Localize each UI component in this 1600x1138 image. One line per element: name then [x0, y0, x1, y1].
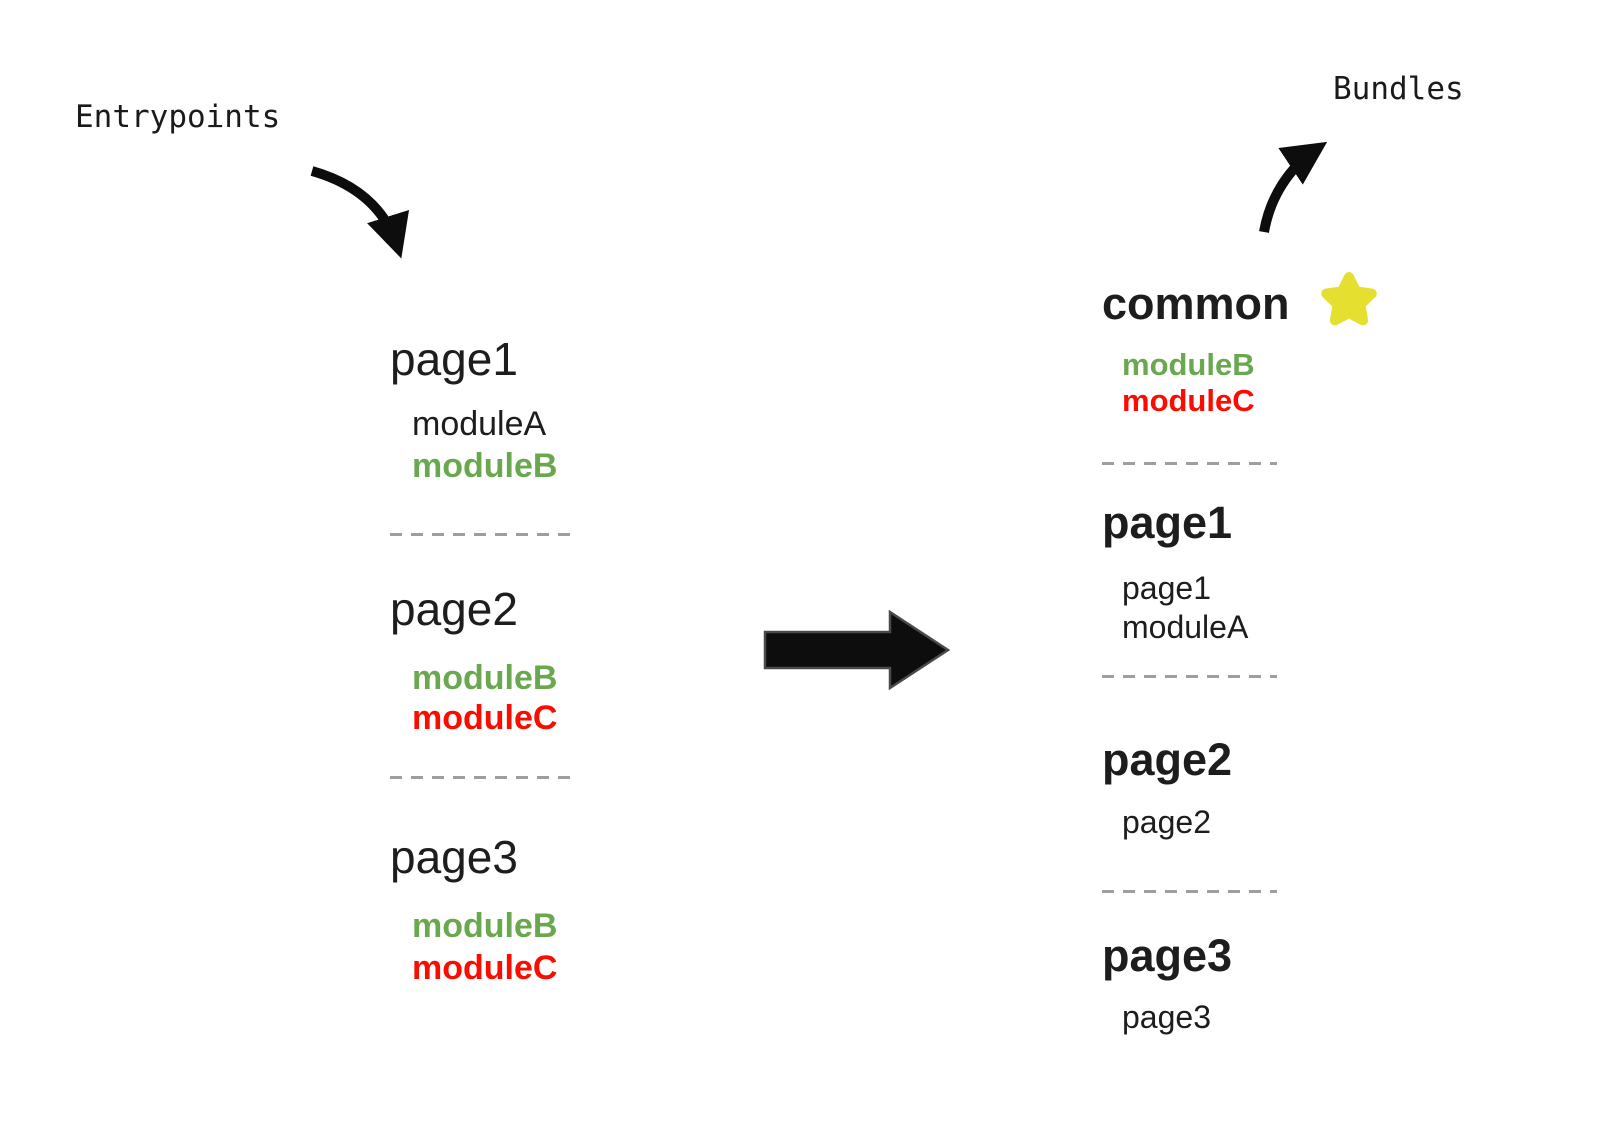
bundle-common-title: common	[1102, 278, 1290, 329]
bundles-label: Bundles	[1333, 71, 1464, 107]
entry-page2-title: page2	[390, 583, 518, 635]
bundle-common-module: moduleC	[1122, 383, 1255, 418]
bundle-page1-module: page1	[1122, 570, 1211, 606]
bundle-page1-module: moduleA	[1122, 609, 1249, 645]
bundle-page3-module: page3	[1122, 999, 1211, 1035]
transform-right-arrow-icon	[763, 609, 951, 691]
bundles-curved-arrow-icon	[1259, 141, 1328, 233]
star-icon	[1321, 272, 1377, 326]
entry-page2-module: moduleC	[412, 699, 558, 737]
entrypoints-label: Entrypoints	[75, 99, 281, 135]
divider	[1102, 675, 1277, 678]
entry-page2-module: moduleB	[412, 659, 558, 697]
entry-page1-module: moduleB	[412, 447, 558, 485]
divider	[390, 776, 570, 779]
entry-page1-module: moduleA	[412, 405, 547, 443]
entry-page1-title: page1	[390, 333, 518, 385]
bundle-page2-title: page2	[1102, 734, 1233, 785]
bundle-page1-title: page1	[1102, 497, 1233, 548]
bundle-page3-title: page3	[1102, 930, 1233, 981]
bundle-page2-module: page2	[1122, 804, 1211, 840]
entry-page3-title: page3	[390, 831, 518, 883]
entry-page3-module: moduleC	[412, 949, 558, 987]
divider	[1102, 462, 1277, 465]
bundle-common-module: moduleB	[1122, 347, 1255, 382]
entrypoints-curved-arrow-icon	[310, 166, 410, 259]
divider	[1102, 890, 1277, 893]
divider	[390, 533, 570, 536]
entry-page3-module: moduleB	[412, 907, 558, 945]
